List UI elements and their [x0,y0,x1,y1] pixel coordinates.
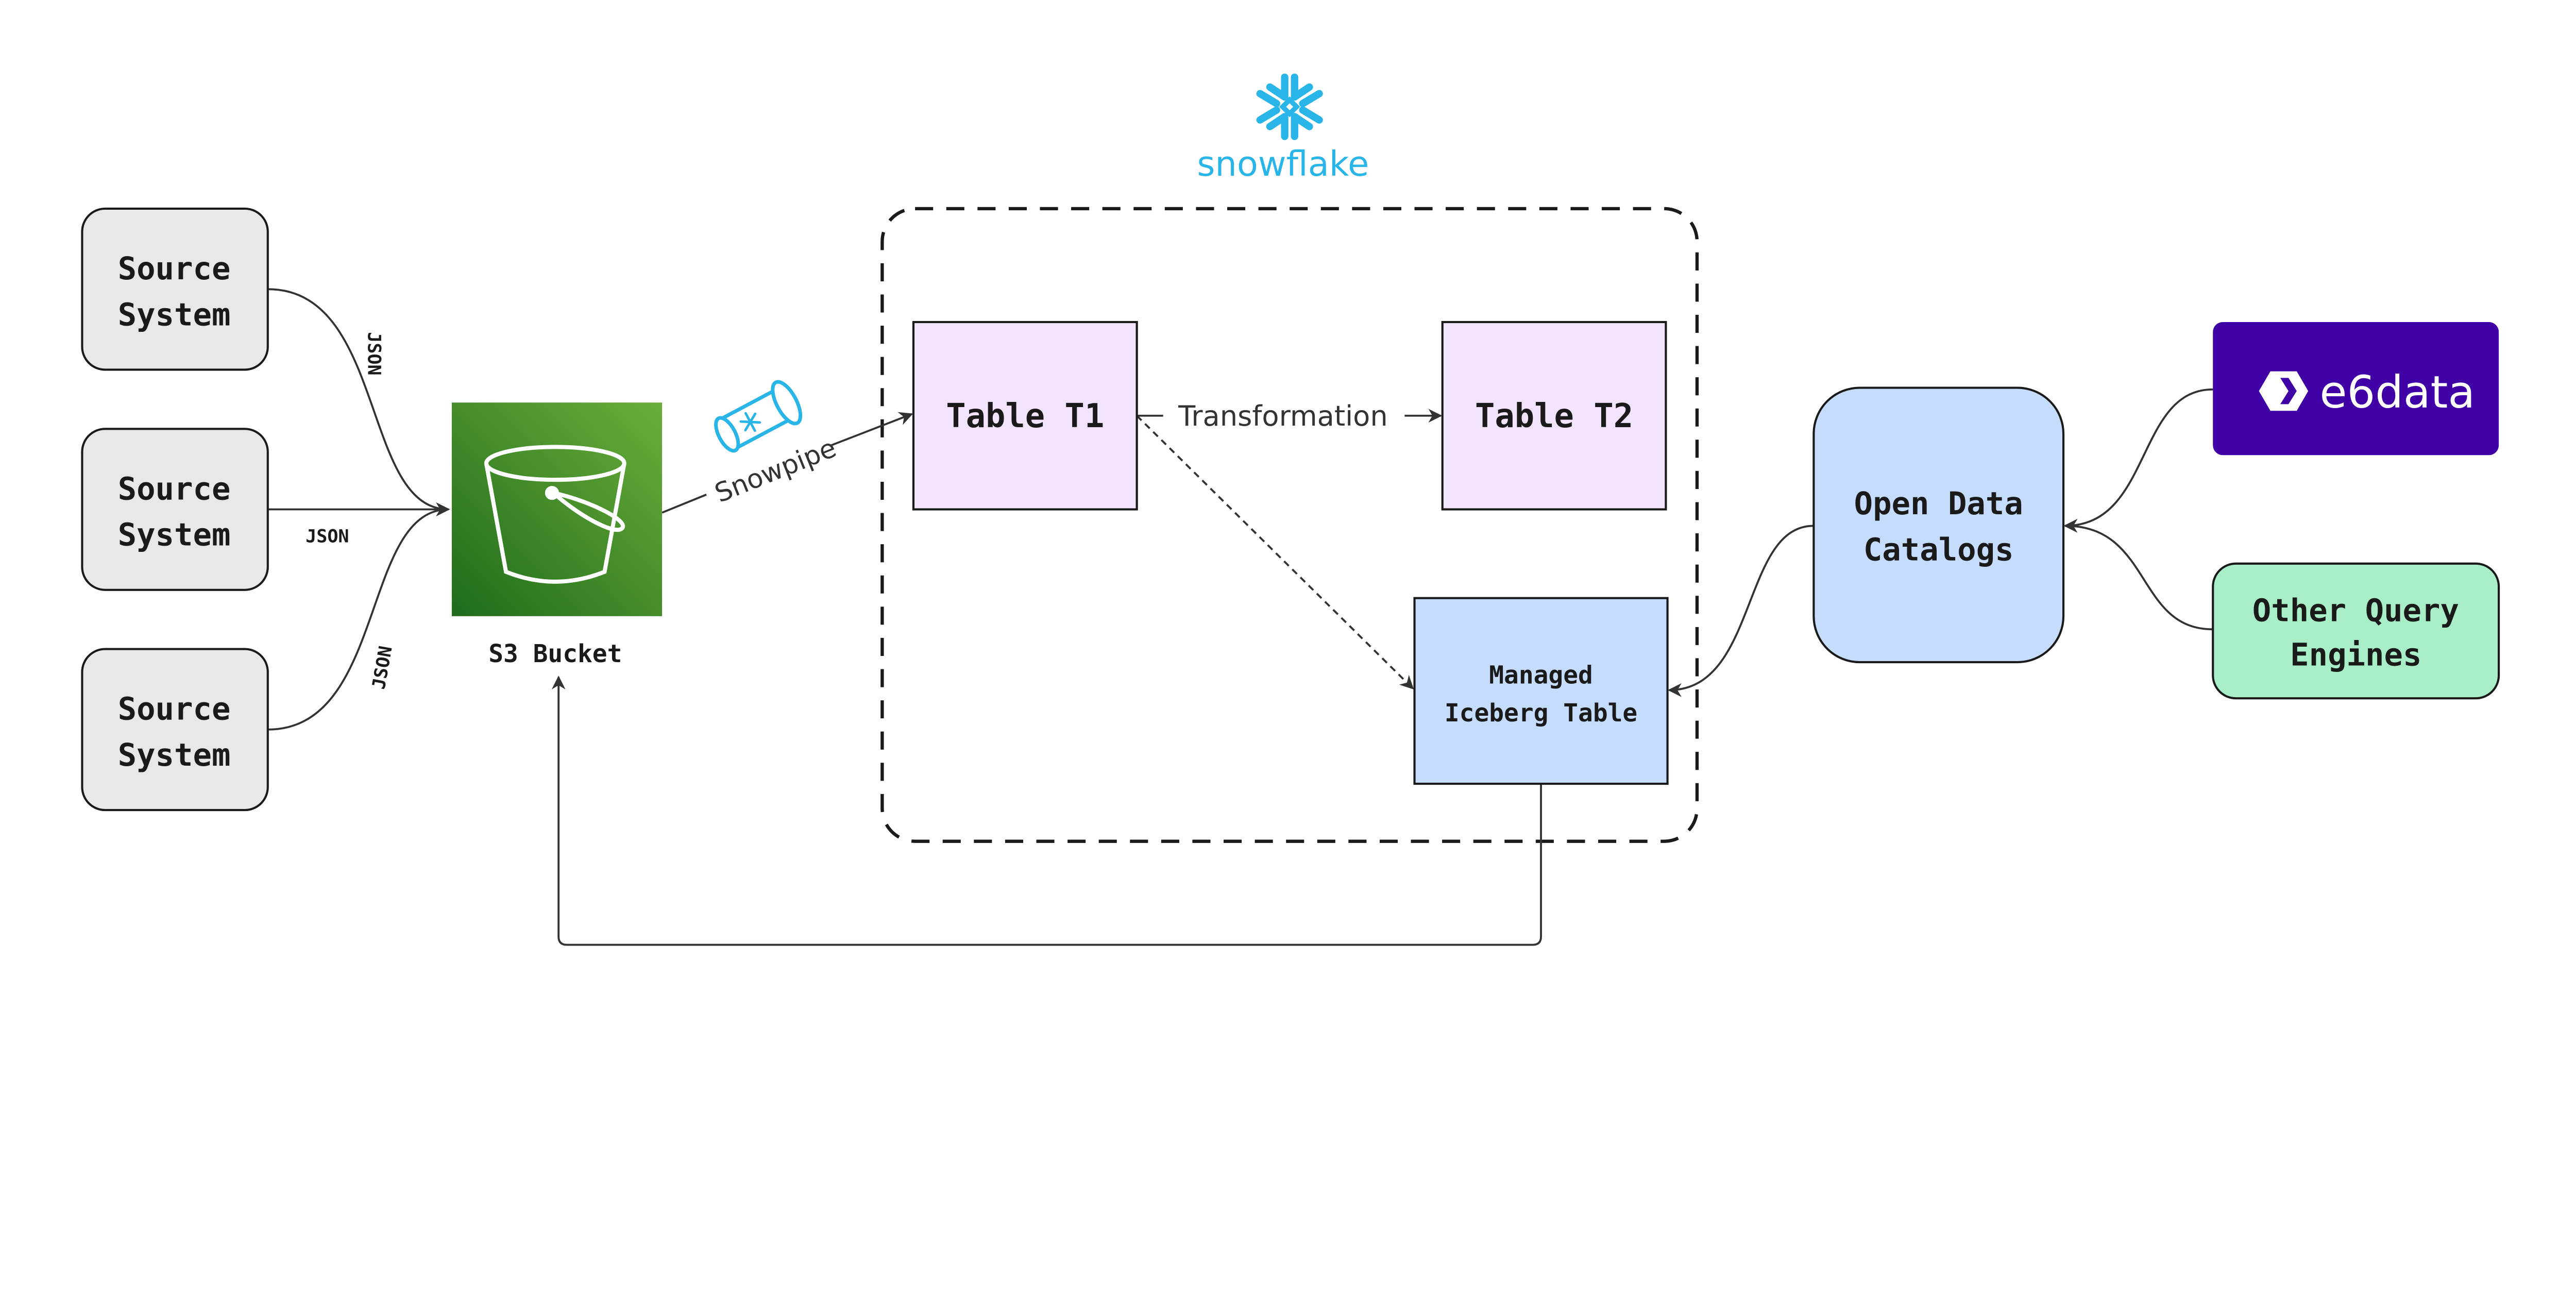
edge-source1-s3 [267,288,450,516]
e6data-engine: e6data [2213,322,2499,456]
source-system-2: Source System [81,428,269,591]
edge-s3-t1-snowpipe [662,414,912,514]
open-data-catalogs: Open Data Catalogs [1812,386,2065,664]
source-1-line2: System [118,297,231,333]
edge-iceberg-s3 [551,676,1542,946]
source-3-line1: Source [118,692,231,728]
other-query-engines: Other Query Engines [2212,562,2500,700]
snowflake-boundary [880,207,1699,843]
transformation-label: Transformation [1178,400,1388,432]
table-t1-label: Table T1 [946,397,1104,435]
table-t1: Table T1 [912,321,1138,511]
architecture-diagram: snowflake JSON JSON JSON Snowpipe Transf… [81,73,2500,946]
table-t2: Table T2 [1441,321,1667,511]
json-label-top: JSON [363,332,384,375]
snowpipe-icon [714,380,803,453]
other-engines-line1: Other Query [2252,593,2459,629]
source-1-line1: Source [118,251,231,287]
other-engines-line2: Engines [2290,637,2421,673]
snowflake-logo: snowflake [1197,73,1369,184]
json-label-middle: JSON [306,526,349,547]
json-label-bottom: JSON [368,645,397,691]
source-system-1: Source System [81,207,269,371]
source-3-line2: System [118,737,231,773]
source-system-3: Source System [81,648,269,812]
e6data-logo-icon [2259,371,2309,411]
edge-e6data-catalog [2063,388,2213,533]
edge-t1-iceberg [1136,415,1414,689]
catalog-line2: Catalogs [1863,532,2014,568]
source-2-line1: Source [118,471,231,507]
iceberg-line1: Managed [1489,662,1593,690]
snowflake-wordmark: snowflake [1197,144,1369,184]
source-2-line2: System [118,517,231,553]
s3-bucket: S3 Bucket [451,402,663,668]
s3-bucket-label: S3 Bucket [488,640,622,668]
iceberg-line2: Iceberg Table [1445,699,1637,728]
edge-catalog-iceberg [1668,525,1814,697]
edge-source3-s3 [267,502,450,731]
e6data-wordmark: e6data [2320,367,2476,418]
table-t2-label: Table T2 [1475,397,1633,435]
catalog-line1: Open Data [1854,486,2023,522]
s3-bucket-icon [484,445,626,584]
managed-iceberg-table: Managed Iceberg Table [1413,597,1669,785]
snowflake-icon [1256,73,1323,140]
edge-other-catalog [2063,519,2213,631]
